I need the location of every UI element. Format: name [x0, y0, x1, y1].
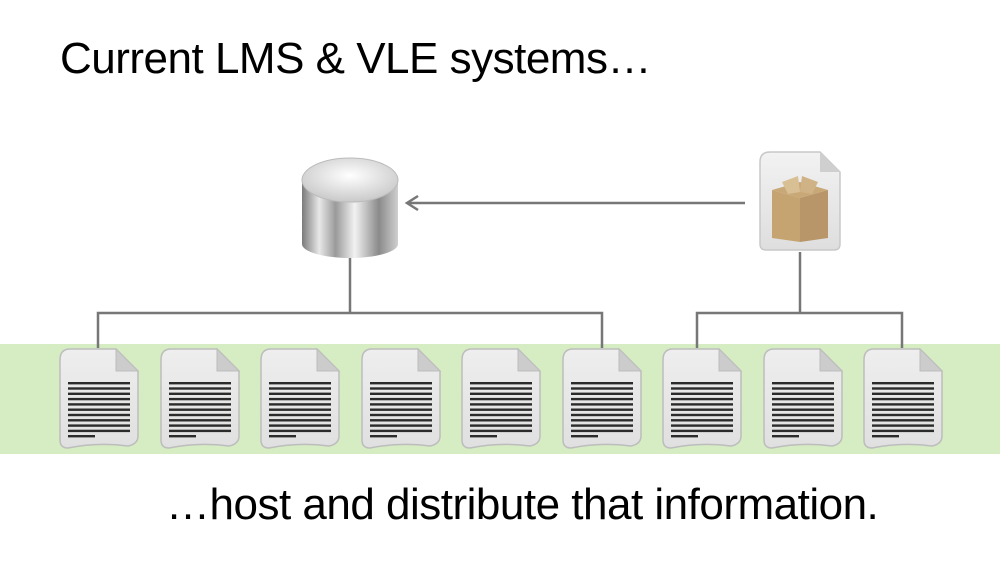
text-document-icon	[58, 347, 140, 450]
text-document-icon	[360, 347, 442, 450]
slide-title: Current LMS & VLE systems…	[60, 34, 651, 83]
text-document-icon	[661, 347, 743, 450]
connector-lines	[96, 252, 904, 348]
database-icon	[301, 157, 399, 258]
arrow-package-to-database	[404, 194, 745, 212]
database-tree	[96, 311, 604, 348]
text-document-icon	[159, 347, 241, 450]
text-document-icon	[460, 347, 542, 450]
package-tree	[695, 311, 904, 348]
slide-caption: …host and distribute that information.	[166, 480, 879, 529]
package-file-icon	[759, 151, 841, 251]
text-document-icon	[762, 347, 844, 450]
text-document-icon	[259, 347, 341, 450]
text-document-icon	[561, 347, 643, 450]
cardboard-box-icon	[772, 176, 828, 242]
text-document-icon	[862, 347, 944, 450]
